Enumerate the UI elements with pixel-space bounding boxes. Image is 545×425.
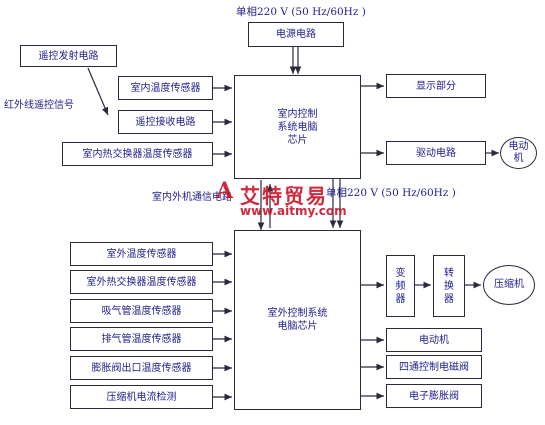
outdoor-control-chip-label: 室外控制系统 电脑芯片 bbox=[267, 308, 328, 332]
power-circuit-box: 电源电路 bbox=[248, 22, 344, 47]
expansion-valve-outlet-sensor-label: 膨胀阀出口温度传感器 bbox=[91, 362, 192, 374]
indoor-temp-sensor-box: 室内温度传感器 bbox=[118, 76, 213, 100]
outdoor-temp-sensor-label: 室外温度传感器 bbox=[106, 248, 177, 260]
compressor-label: 压缩机 bbox=[494, 279, 524, 290]
indoor-motor: 电动 机 bbox=[500, 137, 537, 169]
drive-circuit-box: 驱动电路 bbox=[386, 141, 486, 165]
compressor: 压缩机 bbox=[483, 265, 535, 305]
remote-receiver-label: 遥控接收电路 bbox=[135, 116, 196, 128]
indoor-temp-sensor-label: 室内温度传感器 bbox=[130, 82, 201, 94]
suction-pipe-sensor-box: 吸气管温度传感器 bbox=[70, 299, 213, 323]
suction-pipe-sensor-label: 吸气管温度传感器 bbox=[101, 305, 182, 317]
electronic-expansion-valve-box: 电子膨胀阀 bbox=[386, 384, 482, 408]
indoor-heat-exchanger-sensor-label: 室内热交换器温度传感器 bbox=[82, 148, 193, 160]
indoor-motor-label: 电动 机 bbox=[508, 141, 529, 164]
discharge-pipe-sensor-label: 排气管温度传感器 bbox=[101, 333, 182, 345]
power-circuit-label: 电源电路 bbox=[276, 29, 316, 40]
outdoor-heat-exchanger-sensor-label: 室外热交换器温度传感器 bbox=[86, 276, 197, 288]
watermark-site: www.aitmy.com bbox=[240, 204, 347, 218]
ir-signal-label: 红外线遥控信号 bbox=[4, 100, 74, 111]
compressor-current-detect-label: 压缩机电流检测 bbox=[106, 391, 177, 403]
discharge-pipe-sensor-box: 排气管温度传感器 bbox=[70, 327, 213, 351]
indoor-heat-exchanger-sensor-box: 室内热交换器温度传感器 bbox=[62, 142, 213, 166]
watermark-brand: 艾特贸易 bbox=[240, 184, 328, 208]
electronic-expansion-valve-label: 电子膨胀阀 bbox=[409, 390, 459, 402]
remote-transmitter-box: 遥控发射电路 bbox=[20, 45, 117, 67]
converter-label: 转 换 器 bbox=[444, 267, 454, 305]
indoor-control-chip: 室内控制 系统电脑 芯片 bbox=[234, 75, 361, 179]
inverter-box: 变 频 器 bbox=[386, 255, 415, 317]
drive-circuit-label: 驱动电路 bbox=[416, 147, 456, 159]
outdoor-heat-exchanger-sensor-box: 室外热交换器温度传感器 bbox=[70, 270, 213, 294]
outdoor-temp-sensor-box: 室外温度传感器 bbox=[70, 242, 213, 266]
compressor-current-detect-box: 压缩机电流检测 bbox=[70, 385, 213, 409]
outdoor-control-chip: 室外控制系统 电脑芯片 bbox=[234, 230, 361, 410]
display-label: 显示部分 bbox=[416, 80, 456, 92]
four-way-valve-box: 四通控制电磁阀 bbox=[386, 355, 482, 379]
power-spec-mid: 单相220 V (50 Hz/60Hz ) bbox=[326, 187, 456, 199]
outdoor-motor-box: 电动机 bbox=[386, 328, 482, 352]
power-spec-top: 单相220 V (50 Hz/60Hz ) bbox=[236, 6, 366, 18]
indoor-control-chip-label: 室内控制 系统电脑 芯片 bbox=[277, 108, 318, 146]
converter-box: 转 换 器 bbox=[433, 255, 465, 317]
communication-circuit-label: 室内外机通信电路 bbox=[152, 192, 232, 203]
inverter-label: 变 频 器 bbox=[395, 267, 406, 305]
outdoor-motor-label: 电动机 bbox=[419, 334, 449, 346]
remote-transmitter-label: 遥控发射电路 bbox=[38, 50, 99, 62]
four-way-valve-label: 四通控制电磁阀 bbox=[399, 361, 469, 373]
remote-receiver-box: 遥控接收电路 bbox=[118, 110, 213, 134]
expansion-valve-outlet-sensor-box: 膨胀阀出口温度传感器 bbox=[70, 356, 213, 380]
watermark-logo: A bbox=[216, 178, 234, 204]
display-box: 显示部分 bbox=[386, 74, 486, 98]
